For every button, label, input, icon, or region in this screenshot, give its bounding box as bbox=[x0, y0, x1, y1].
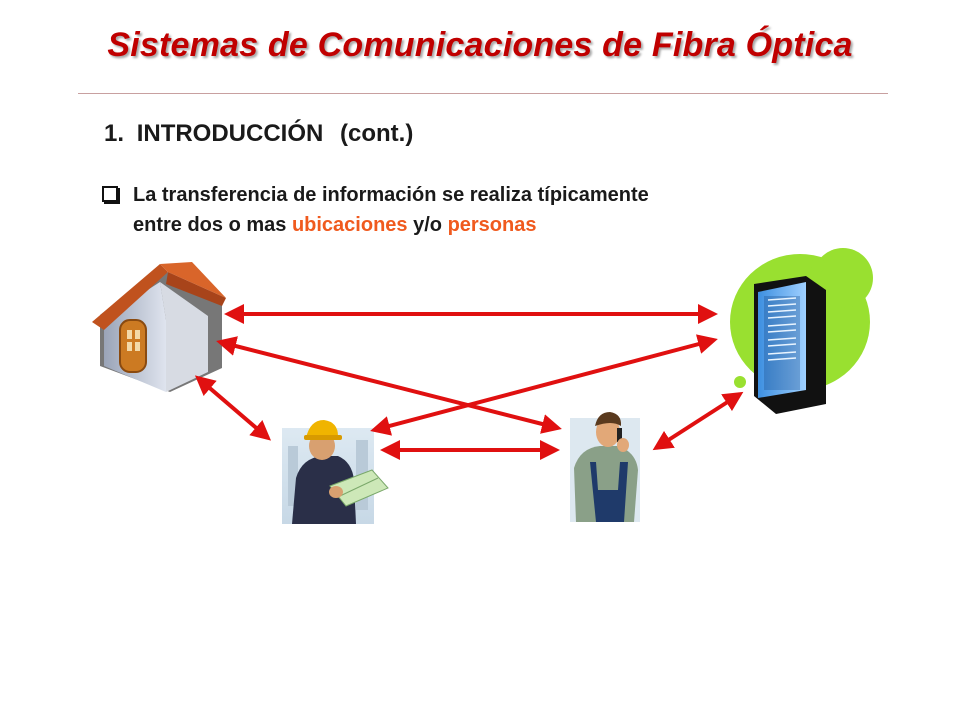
arrow-server-construction-worker bbox=[370, 334, 718, 436]
bullet-line-1: La transferencia de información se reali… bbox=[133, 184, 649, 206]
house-icon bbox=[92, 262, 226, 392]
title-divider bbox=[78, 93, 888, 94]
bullet-line-2-start: entre dos o mas bbox=[133, 214, 292, 236]
bullet-line-2: entre dos o mas ubicaciones y/o personas bbox=[133, 210, 853, 240]
checkbox-bullet-icon bbox=[102, 186, 118, 202]
highlight-personas: personas bbox=[447, 214, 537, 236]
section-number: 1. bbox=[104, 120, 125, 147]
section-suffix: (cont.) bbox=[340, 120, 414, 147]
highlight-ubicaciones: ubicaciones bbox=[291, 214, 408, 236]
arrow-house-phone-worker bbox=[216, 336, 562, 434]
bullet-text: La transferencia de información se reali… bbox=[133, 180, 853, 240]
connection-arrows bbox=[194, 304, 744, 460]
arrow-house-construction-worker bbox=[194, 375, 272, 441]
section-title: INTRODUCCIÓN bbox=[136, 120, 324, 147]
bullet-middle: y/o bbox=[407, 214, 448, 236]
arrow-phone-worker-server bbox=[652, 391, 744, 451]
section-heading: 1. INTRODUCCIÓN (cont.) bbox=[104, 120, 413, 148]
phone-worker-icon bbox=[570, 412, 640, 522]
server-rack-icon bbox=[730, 248, 873, 414]
construction-worker-icon bbox=[282, 420, 389, 524]
slide-title: Sistemas de Comunicaciones de Fibra Ópti… bbox=[107, 26, 853, 64]
